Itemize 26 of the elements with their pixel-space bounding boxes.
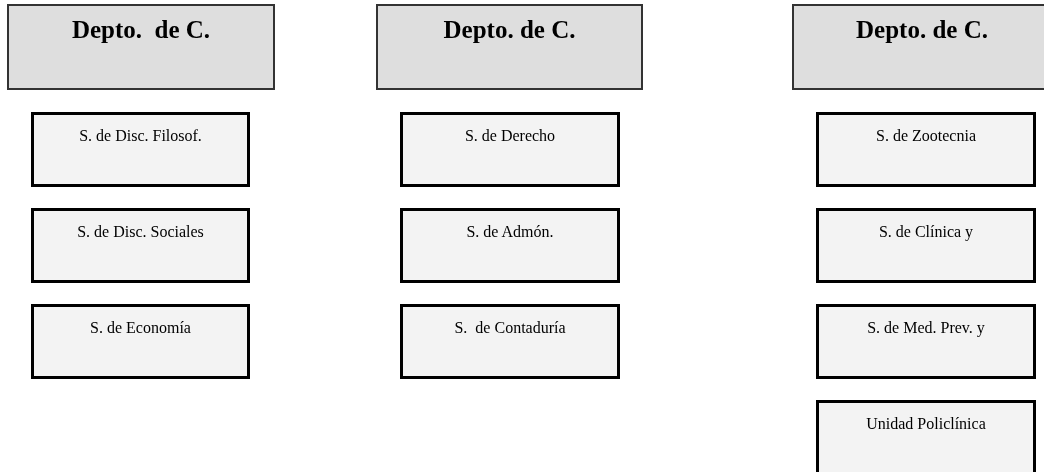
department-title: Depto. de C. [443,16,576,43]
section-box [816,400,1036,472]
section-name: S. de Admón. [466,223,554,240]
section-name: Unidad Policlínica [866,415,986,432]
department-title: Depto. de C. [71,16,211,43]
section-box [400,112,620,187]
section-box [816,208,1036,283]
section-name: S. de Economía [90,319,191,336]
section-box [816,304,1036,379]
section-box [400,208,620,283]
department-box [376,4,643,90]
section-name: S. de Disc. Sociales [77,223,204,240]
section-name: S. de Derecho [464,127,556,144]
section-name: S. de Clínica y [878,223,974,240]
section-box [816,112,1036,187]
department-box [7,4,275,90]
section-box [31,208,250,283]
section-box [400,304,620,379]
department-box [792,4,1044,90]
section-box [31,304,250,379]
section-box [31,112,250,187]
section-name: S. de Disc. Filosof. [79,127,202,144]
section-name: S. de Zootecnia [876,127,976,144]
section-name: S. de Contaduría [454,319,566,336]
department-title: Depto. de C. [856,16,988,43]
section-name: S. de Med. Prev. y [867,319,985,336]
